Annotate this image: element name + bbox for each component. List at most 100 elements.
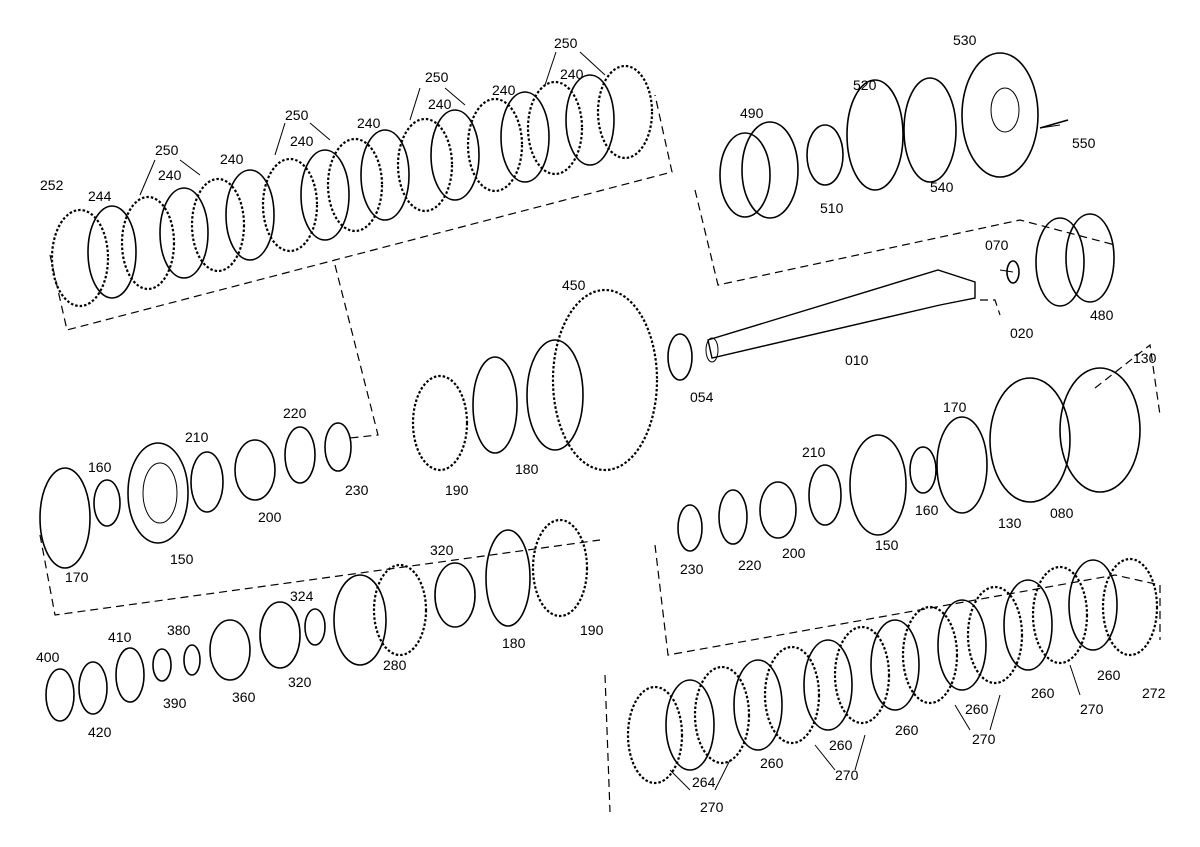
part-250-disc	[466, 97, 524, 193]
label-230: 230	[345, 482, 369, 498]
part-240-plate	[430, 109, 480, 201]
part-510-race	[806, 124, 844, 186]
part-480-bearing	[1035, 217, 1085, 307]
label-270: 270	[835, 767, 859, 783]
part-250-disc	[120, 195, 176, 291]
part-280-hub-gear	[372, 563, 428, 657]
leader-line	[1039, 124, 1061, 129]
label-070: 070	[985, 237, 1009, 253]
part-240-plate	[225, 169, 275, 261]
part-250-disc	[596, 64, 654, 160]
left-lower-group	[39, 422, 352, 569]
callout-labels: 252 244 250 240 240 250 240 240 250 240 …	[36, 32, 1166, 815]
part-390-bearing	[152, 648, 172, 682]
upper-clutch-pack	[50, 64, 654, 308]
label-420: 420	[88, 724, 112, 740]
leader-line	[854, 734, 866, 771]
part-240-plate	[360, 129, 410, 221]
part-270-disc	[901, 605, 959, 705]
part-260-plate	[803, 639, 853, 731]
label-190: 190	[580, 622, 604, 638]
label-490: 490	[740, 105, 764, 121]
part-264-plate	[665, 679, 715, 771]
upper-to-lower-leader	[334, 264, 379, 439]
label-324: 324	[290, 588, 314, 604]
label-020: 020	[1010, 325, 1034, 341]
part-260-plate	[937, 599, 987, 691]
group-outlines	[39, 94, 1161, 813]
part-270-disc	[626, 685, 684, 785]
part-170-ring	[39, 467, 91, 569]
label-054: 054	[690, 389, 714, 405]
label-380: 380	[167, 622, 191, 638]
label-530: 530	[953, 32, 977, 48]
part-270-disc	[763, 645, 821, 745]
part-260-plate	[1003, 579, 1053, 671]
bearing-group-outline	[694, 189, 1116, 286]
label-320: 320	[288, 674, 312, 690]
part-450-gear-hub	[526, 339, 584, 451]
part-150-piston	[849, 434, 907, 536]
leader-line	[274, 122, 286, 156]
label-130: 130	[1133, 350, 1157, 366]
label-250: 250	[285, 107, 309, 123]
label-270: 270	[700, 799, 724, 815]
label-200: 200	[782, 545, 806, 561]
label-220: 220	[283, 405, 307, 421]
label-270: 270	[1080, 701, 1104, 717]
part-200-spring	[234, 439, 276, 501]
label-160: 160	[915, 502, 939, 518]
part-180-snap-ring	[485, 529, 531, 627]
leader-line	[579, 51, 606, 76]
part-280-hub	[333, 574, 387, 666]
part-270-disc	[833, 625, 891, 725]
label-244: 244	[88, 188, 112, 204]
label-510: 510	[820, 200, 844, 216]
label-230: 230	[680, 561, 704, 577]
label-550: 550	[1072, 135, 1096, 151]
part-320-bearing	[259, 601, 301, 669]
part-150-piston	[127, 442, 189, 544]
part-080-drum-outer	[1059, 367, 1141, 493]
label-240: 240	[357, 115, 381, 131]
label-280: 280	[383, 657, 407, 673]
right-middle-group	[677, 367, 1141, 552]
part-420-ring	[78, 661, 108, 715]
part-190-disc	[531, 518, 589, 618]
part-250-disc	[190, 177, 246, 273]
part-230-ring	[677, 504, 703, 552]
label-240: 240	[428, 96, 452, 112]
label-260: 260	[965, 701, 989, 717]
part-320-bearing	[434, 562, 476, 628]
part-010-shaft-end	[705, 337, 719, 363]
label-250: 250	[155, 142, 179, 158]
leader-line	[954, 704, 971, 731]
part-210-ring	[808, 464, 842, 526]
label-260: 260	[829, 737, 853, 753]
part-270-disc	[966, 585, 1024, 685]
part-220-ring	[284, 426, 316, 484]
part-272-disc	[1101, 557, 1159, 657]
label-220: 220	[738, 557, 762, 573]
part-450-gear	[551, 288, 659, 472]
label-260: 260	[895, 722, 919, 738]
label-170: 170	[943, 399, 967, 415]
part-180-snap-ring	[472, 356, 518, 454]
leader-line	[999, 269, 1014, 273]
part-550-bolt	[1039, 119, 1069, 129]
label-260: 260	[760, 755, 784, 771]
label-320: 320	[430, 542, 454, 558]
label-240: 240	[492, 82, 516, 98]
part-520-ring	[846, 79, 904, 191]
leader-line	[669, 769, 691, 791]
part-270-disc	[693, 665, 751, 765]
part-530-cover	[961, 52, 1039, 178]
leader-line	[444, 87, 466, 106]
label-160: 160	[88, 459, 112, 475]
label-180: 180	[502, 635, 526, 651]
part-220-ring	[718, 489, 748, 545]
part-240-plate	[500, 91, 550, 183]
part-160-ring	[93, 479, 121, 527]
bottom-left-group	[45, 518, 589, 722]
label-250: 250	[425, 69, 449, 85]
